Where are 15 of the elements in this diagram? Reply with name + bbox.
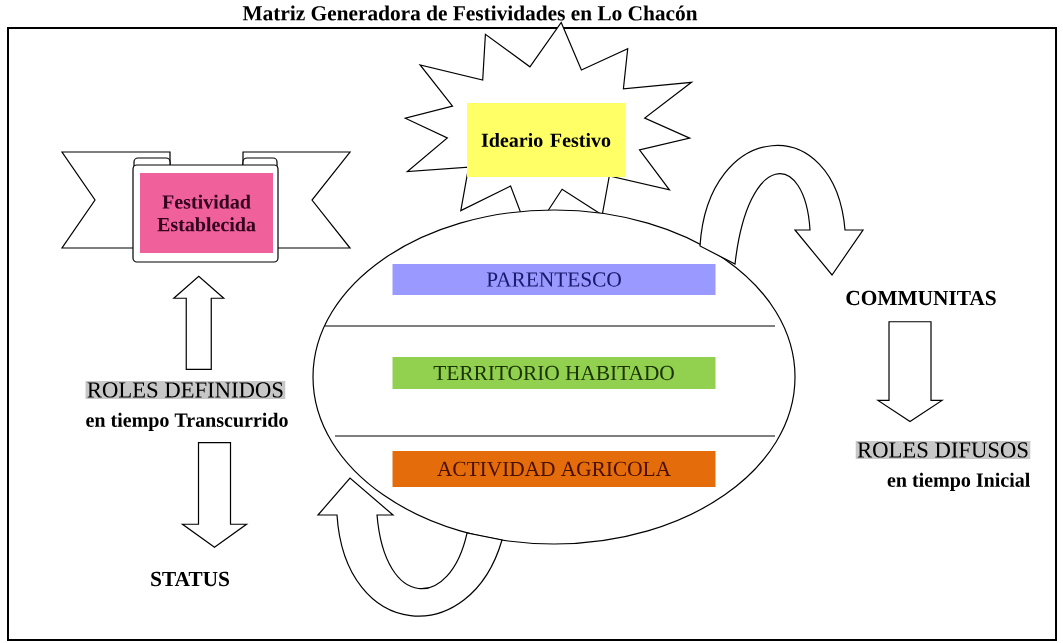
curved-block-arrow bbox=[317, 477, 503, 617]
label: STATUS bbox=[151, 571, 229, 587]
scroll-banner: Festividad Establecida bbox=[60, 151, 352, 263]
node-label: en tiempo Inicial bbox=[887, 472, 1030, 491]
band: PARENTESCO bbox=[392, 264, 716, 295]
block-arrow bbox=[180, 441, 249, 548]
node-label: en tiempo Transcurrido bbox=[86, 412, 288, 431]
title: Matriz Generadora de Festividades en Lo Chacón bbox=[242, 5, 698, 21]
block-arrow bbox=[876, 321, 944, 423]
text-block: ROLES DEFINIDOS en tiempo Transcurrido bbox=[85, 381, 288, 431]
band: TERRITORIO HABITADO bbox=[392, 357, 716, 389]
block-arrow bbox=[172, 275, 226, 371]
label: COMMUNITAS bbox=[846, 290, 996, 306]
text-block: ROLES DIFUSOS en tiempo Inicial bbox=[855, 441, 1031, 491]
band: ACTIVIDAD AGRICOLA bbox=[392, 451, 716, 487]
